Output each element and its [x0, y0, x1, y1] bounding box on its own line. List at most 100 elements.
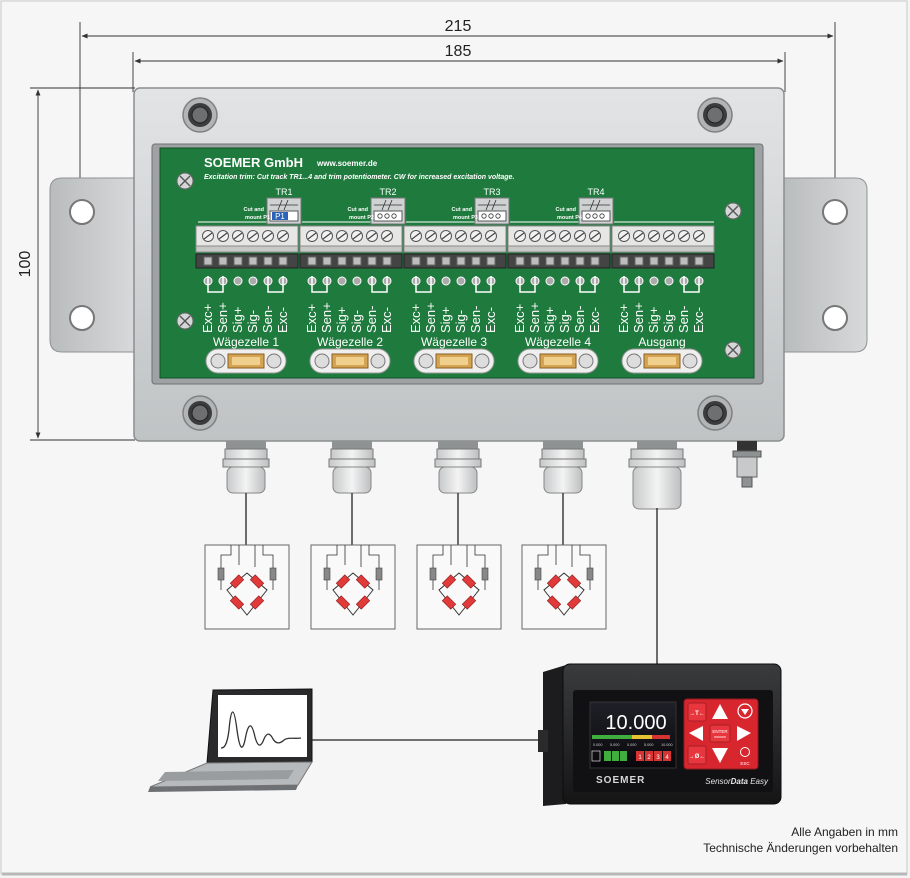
terminal-pin-label: Exc-: [587, 307, 602, 333]
terminal-screw-icon: [277, 230, 289, 242]
key-tare-icon[interactable]: [737, 703, 753, 719]
pcb-company: SOEMER GmbH: [204, 155, 303, 170]
key-esc-label: ESC: [740, 761, 750, 766]
terminal-screw-icon: [321, 230, 333, 242]
key-enter[interactable]: ENTER: [709, 724, 731, 743]
display-scale-label: 5.000: [610, 743, 620, 747]
ground-stud: [732, 441, 762, 488]
display-scale-label: 0.000: [593, 743, 603, 747]
terminal-screw-icon: [306, 230, 318, 242]
display-mini-button-label: 1: [638, 755, 642, 761]
key-left[interactable]: [689, 726, 703, 741]
terminal-group-name: Ausgang: [638, 335, 685, 349]
pcb-trim-note: Excitation trim: Cut track TR1...4 and t…: [204, 174, 514, 181]
terminal-pin-label: Sig-: [245, 310, 260, 333]
key-esc[interactable]: ESC: [740, 747, 750, 767]
terminal-pin-label: Sig-: [557, 310, 572, 333]
terminal-screw-icon: [232, 230, 244, 242]
housing-screw: [697, 97, 733, 133]
trim-label: TR3: [483, 187, 500, 197]
terminal-screw-icon: [589, 230, 601, 242]
terminal-group-name: Wägezelle 4: [525, 335, 591, 349]
housing-screws: [182, 97, 733, 431]
terminal-pin-label: Sig-: [453, 310, 468, 333]
trim-mount-label: mount P2: [349, 215, 374, 221]
terminal-pin-label: Sen-: [468, 306, 483, 333]
load-cell-bridge: [416, 544, 502, 630]
trim-label: TR1: [275, 187, 292, 197]
key-zero-tare[interactable]: →T←: [687, 702, 707, 722]
trim-mount-label: mount P1: [245, 215, 270, 221]
display-scale-label: 5.000: [644, 743, 654, 747]
cable-gland: [328, 441, 376, 494]
terminal-pin-label: Exc-: [691, 307, 706, 333]
mounting-tab-right: [781, 177, 868, 353]
terminal-screw-icon: [366, 230, 378, 242]
key-right[interactable]: [737, 726, 751, 741]
cable-glands: [222, 441, 762, 545]
terminal-pin-label: Sen-: [260, 306, 275, 333]
terminal-pin-label: Sen+: [319, 302, 334, 333]
display-mini-button-label: 3: [656, 755, 660, 761]
device-model-bold: Data: [731, 777, 749, 786]
footer-note-units: Alle Angaben in mm: [791, 825, 898, 839]
terminal-screw-icon: [485, 230, 497, 242]
pcb-screw-icon: [176, 312, 194, 330]
terminal-screw-icon: [202, 230, 214, 242]
terminal-group: Exc+Sen+Sig+Sig-Sen-Exc-Wägezelle 4: [507, 221, 611, 374]
trim-mount-label: mount P3: [453, 215, 478, 221]
device-model-suffix: Easy: [748, 777, 769, 786]
trim-label: TR2: [379, 187, 396, 197]
terminal-screw-icon: [381, 230, 393, 242]
terminal-screw-icon: [678, 230, 690, 242]
terminal-pin-label: Sen-: [676, 306, 691, 333]
terminal-group: Exc+Sen+Sig+Sig-Sen-Exc-Wägezelle 2: [299, 221, 403, 374]
terminal-group-name: Wägezelle 1: [213, 335, 279, 349]
trim-cut-label: Cut and: [244, 207, 264, 213]
housing-screw: [182, 97, 218, 133]
key-down[interactable]: [712, 748, 728, 763]
footer-note-changes: Technische Änderungen vorbehalten: [703, 841, 898, 855]
key-up[interactable]: [712, 704, 728, 719]
terminal-pin-label: Exc+: [304, 304, 319, 333]
display-mini-button[interactable]: 3: [654, 751, 662, 761]
terminal-pin-label: Sig-: [349, 310, 364, 333]
display-mini-button[interactable]: 2: [645, 751, 653, 761]
terminal-screw-icon: [217, 230, 229, 242]
cable-entry: [621, 348, 703, 374]
display-mini-button[interactable]: 4: [663, 751, 671, 761]
laptop-waveform: [220, 711, 302, 749]
load-cell-bridge: [310, 544, 396, 630]
trim-label: TR4: [587, 187, 604, 197]
terminal-screw-icon: [425, 230, 437, 242]
key-enter-label: ENTER: [712, 729, 728, 734]
terminal-pin-label: Sig+: [230, 307, 245, 333]
trim-pot-label: P1: [275, 212, 285, 221]
pcb-screw-icon: [724, 341, 742, 359]
terminal-screw-icon: [440, 230, 452, 242]
display-reading: 10.000: [605, 712, 666, 734]
terminal-screw-icon: [336, 230, 348, 242]
dim-overall-width: 215: [445, 18, 472, 35]
housing-screw: [697, 395, 733, 431]
terminal-pin-label: Sen+: [631, 302, 646, 333]
key-zero[interactable]: →Ø←: [687, 745, 707, 765]
trim-mount-label: mount P4: [557, 215, 583, 221]
load-cells: [204, 544, 607, 630]
terminal-screw-icon: [648, 230, 660, 242]
cables: [310, 508, 658, 741]
display-mini-button[interactable]: 1: [636, 751, 644, 761]
terminal-pin-label: Sen-: [572, 306, 587, 333]
terminal-screw-icon: [544, 230, 556, 242]
terminal-pin-label: Sig-: [661, 310, 676, 333]
terminal-pin-label: Exc-: [275, 307, 290, 333]
housing-screw: [182, 395, 218, 431]
terminal-screw-icon: [663, 230, 675, 242]
